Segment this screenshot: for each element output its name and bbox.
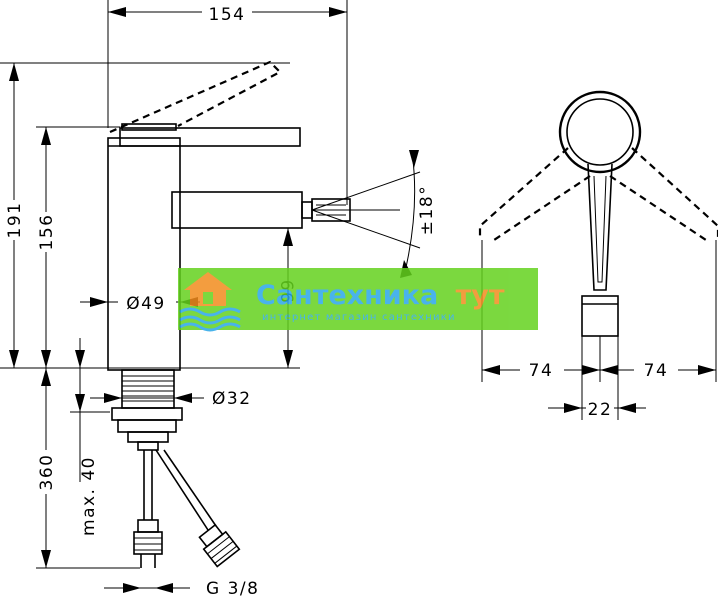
watermark-banner: Сантехника тут интернет магазин сантехни… [178,268,538,332]
dimension-width-total: 154 [107,0,348,205]
height-spout-label: 156 [37,214,57,251]
handle-left-label: 74 [529,361,554,381]
width-total-label: 154 [209,5,246,25]
dimension-height-total: 191 [0,62,290,368]
dimension-shank-diameter: Ø32 [90,389,252,409]
max-thickness-label: max. 40 [79,456,99,536]
dimension-shank-length: 360 [36,368,140,569]
faucet-shank [111,369,183,451]
handle-right-label: 74 [644,361,669,381]
faucet-top-view [478,90,718,337]
watermark-title-main: Сантехника [256,280,438,311]
shank-length-label: 360 [37,454,57,491]
dimension-connection: G 3/8 [104,579,259,599]
connection-label: G 3/8 [206,579,259,599]
dimension-handle-width: 22 [548,336,646,420]
spray-angle-label: ±18° [417,185,437,235]
handle-width-label: 22 [588,400,613,420]
watermark-title-accent: тут [456,280,505,311]
house-wave-icon [179,272,241,332]
shank-diameter-label: Ø32 [212,389,252,409]
supply-hoses [133,449,241,568]
dimension-height-spout: 156 [36,126,120,368]
height-total-label: 191 [5,202,25,239]
dimension-spray-angle: ±18° [400,150,437,278]
dimension-handle-swing: 74 74 [481,240,717,382]
watermark-subtitle: интернет магазин сантехники [262,312,456,323]
svg-text:Сантехника тут: Сантехника тут [256,280,505,311]
dimension-max-thickness: max. 40 [70,368,110,536]
body-diameter-label: Ø49 [126,294,166,314]
